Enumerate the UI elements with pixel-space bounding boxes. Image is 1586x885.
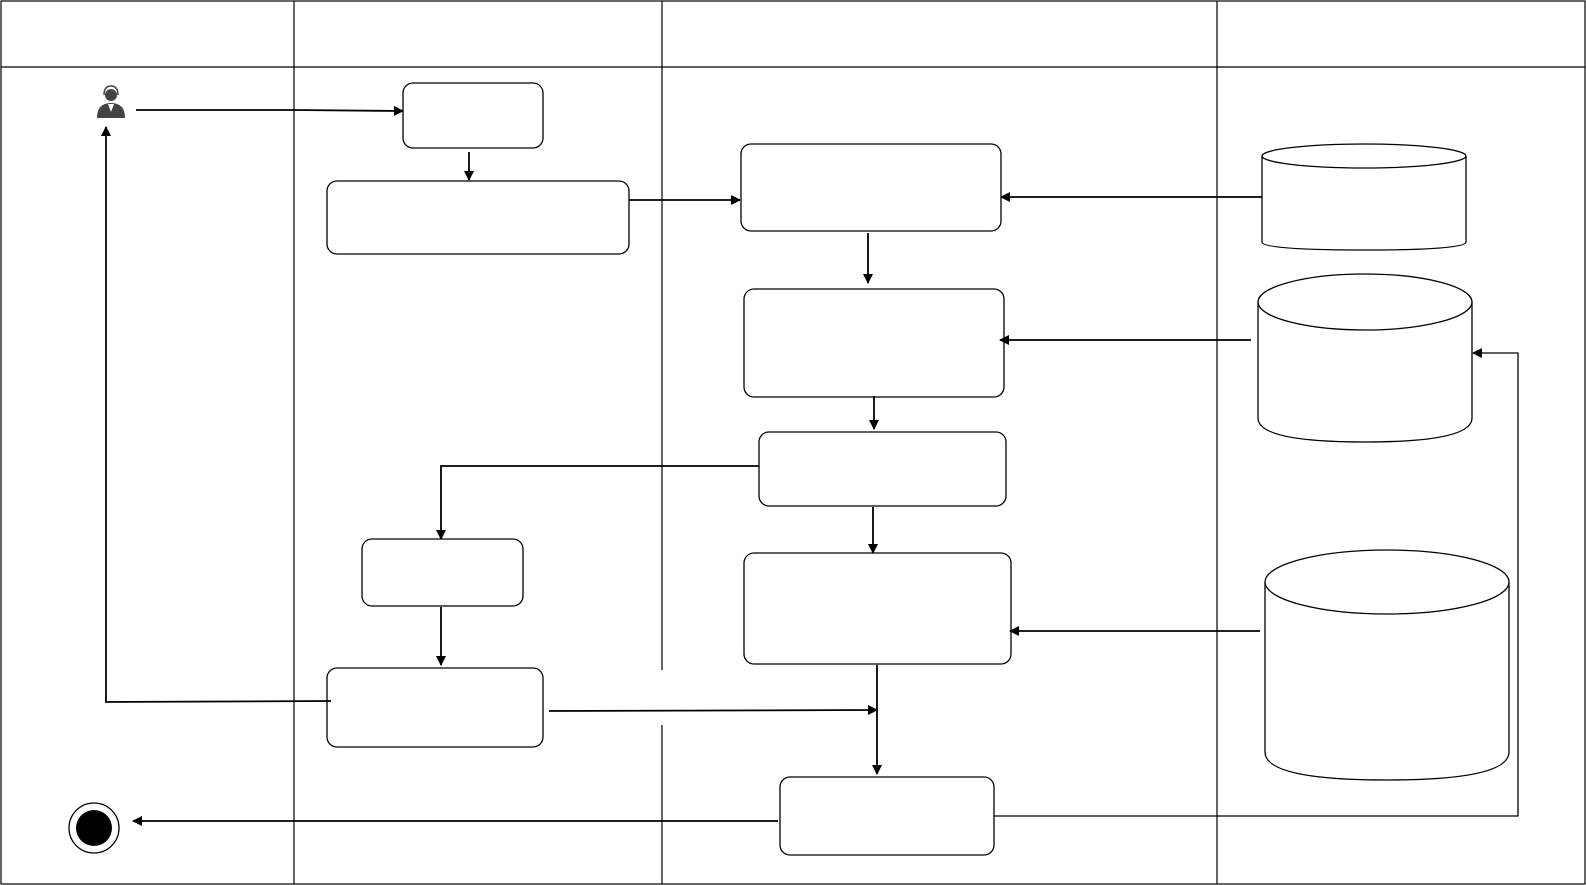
process-step-g[interactable]: [743, 552, 1012, 665]
lane-header-1: [2, 0, 294, 66]
end-node: [68, 802, 120, 854]
database-3[interactable]: [1264, 549, 1510, 781]
process-step-a[interactable]: [402, 82, 544, 149]
edge-e-to-f: [436, 465, 759, 540]
process-step-f[interactable]: [361, 538, 524, 607]
lane-header-3: [662, 0, 1217, 66]
database-2[interactable]: [1257, 273, 1473, 443]
process-step-d[interactable]: [743, 288, 1005, 398]
lane-header-4: [1217, 0, 1584, 66]
edge-h-to-merge: [548, 705, 878, 716]
edge-actor-to-a: [136, 105, 404, 116]
process-step-b[interactable]: [326, 180, 630, 255]
process-step-i[interactable]: [779, 776, 995, 856]
edge-i-to-db2: [994, 348, 1519, 817]
user-icon: [97, 85, 125, 118]
edge-h-to-actor: [101, 126, 332, 703]
database-1[interactable]: [1261, 143, 1467, 251]
process-step-e[interactable]: [758, 431, 1007, 507]
process-step-c[interactable]: [740, 143, 1002, 232]
process-step-h[interactable]: [326, 667, 544, 748]
lane-header-2: [294, 0, 662, 66]
